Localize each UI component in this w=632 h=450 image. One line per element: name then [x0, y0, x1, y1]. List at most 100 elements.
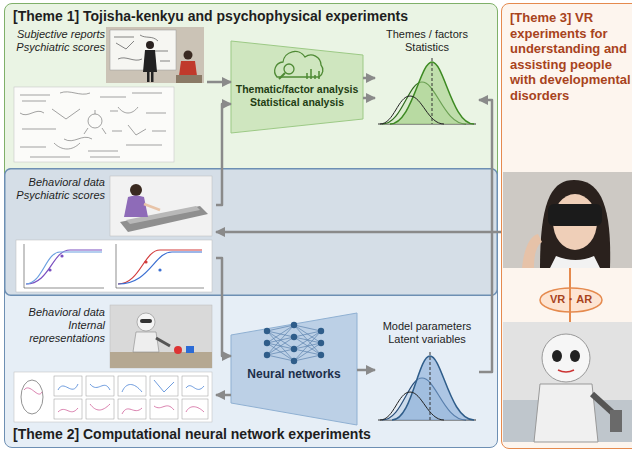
- trapezoid-outline: [231, 41, 363, 133]
- latent-space-plots: [182, 376, 208, 396]
- latent-space-plots: [150, 376, 178, 396]
- photo-whiteboard-session: [146, 41, 154, 49]
- photo-whiteboard-session: [184, 51, 193, 60]
- trapezoid-outline: [294, 325, 321, 355]
- trapezoid-outline: [318, 328, 324, 334]
- sketch-notes: [88, 114, 102, 128]
- result-chart: Model parameters Latent variables: [375, 319, 479, 423]
- flow-arrow: [363, 97, 375, 100]
- distribution-chart: [430, 352, 431, 420]
- psychometric-plot: [16, 240, 212, 292]
- photo-whiteboard-session: [106, 27, 204, 83]
- trapezoid-outline: [294, 331, 321, 361]
- trapezoid-outline: [231, 313, 357, 425]
- distribution-chart: [378, 352, 476, 420]
- photo-whiteboard-session: [114, 35, 170, 61]
- photo-robot-experiment: [174, 346, 182, 354]
- flow-arrow: [216, 231, 501, 234]
- vr-ar-ellipse: VR・AR: [539, 287, 603, 313]
- trapezoid-outline: [267, 325, 294, 355]
- photo-humanoid-robot: [552, 350, 562, 362]
- trapezoid-outline: [294, 355, 321, 361]
- photo-vr-headset: [503, 172, 632, 268]
- photo-humanoid-robot: [503, 322, 632, 442]
- distribution-chart: [378, 58, 476, 124]
- photo-humanoid-robot: [592, 394, 614, 414]
- flow-arrow: [216, 104, 231, 205]
- node-heading: Subjective reports Psychiatric scores: [13, 28, 105, 54]
- psychometric-plot: [118, 252, 202, 284]
- photo-whiteboard-session: [176, 75, 202, 83]
- psychometric-plot: [118, 250, 202, 284]
- flow-arrow: [363, 77, 375, 80]
- photo-psychophysics-setup: [110, 176, 212, 236]
- sketch-notes: [20, 92, 166, 157]
- photo-vr-headset: [522, 234, 542, 268]
- photo-vr-headset: [503, 172, 632, 268]
- node-label: Neural networks: [247, 367, 340, 381]
- latent-space-plots: [58, 404, 204, 414]
- ellipse-outline: [540, 288, 602, 312]
- photo-vr-headset: [553, 194, 597, 250]
- trapezoid-outline: [307, 69, 319, 79]
- photo-vr-headset: [550, 256, 600, 268]
- trapezoid-outline: [267, 331, 294, 361]
- node-label: Statistical analysis: [250, 96, 344, 109]
- trapezoid-outline: [291, 322, 297, 328]
- trapezoid-outline: [284, 64, 294, 74]
- photo-whiteboard-session: [151, 72, 154, 82]
- trapezoid-outline: [291, 358, 297, 364]
- trapezoid-outline: [264, 352, 270, 358]
- trapezoid-outline: [291, 334, 297, 340]
- node-heading: Model parameters Latent variables: [375, 320, 479, 346]
- latent-space-plots: [24, 388, 42, 394]
- distribution-chart: [378, 124, 476, 125]
- distribution-chart: [392, 356, 474, 420]
- latent-space-plots: [54, 376, 82, 396]
- trapezoid-outline: [267, 349, 294, 355]
- theme-panel: [Theme 3] VR experiments for understandi…: [501, 3, 632, 449]
- node-heading: [Theme 3] VR experiments for understandi…: [510, 10, 632, 104]
- node-heading: Themes / factors Statistics: [375, 28, 479, 54]
- psychometric-plot: [144, 260, 147, 263]
- photo-whiteboard-session: [143, 50, 157, 72]
- trapezoid-outline: [267, 355, 294, 361]
- distribution-chart: [382, 82, 466, 124]
- node-heading: Behavioral data Psychiatric scores: [13, 176, 105, 202]
- photo-psychophysics-setup: [144, 204, 160, 210]
- distribution-chart: [432, 58, 433, 124]
- latent-space-plots: [86, 399, 114, 419]
- latent-space-plots: [150, 399, 178, 419]
- trapezoid-outline: [267, 337, 294, 355]
- photo-robot-experiment: [137, 313, 155, 331]
- photo-whiteboard-session: [147, 72, 150, 82]
- photo-humanoid-robot: [570, 350, 580, 362]
- distribution-chart: [380, 392, 444, 420]
- flow-arrow: [479, 100, 492, 372]
- flow-arrow: [216, 394, 231, 397]
- overlap-band: [5, 169, 498, 296]
- photo-robot-experiment: [110, 305, 212, 368]
- trapezoid-outline: [291, 346, 297, 352]
- theme-panel: [Theme 2] Computational neural network e…: [4, 168, 498, 448]
- psychometric-plot: [24, 244, 204, 288]
- node-label: VR・AR: [550, 293, 592, 306]
- network-trapezoid: Neural networks: [231, 313, 357, 425]
- latent-space-plots: [21, 380, 43, 414]
- photo-psychophysics-setup: [130, 184, 142, 196]
- node-heading: [Theme 1] Tojisha-kenkyu and psychophysi…: [13, 8, 489, 25]
- photo-robot-experiment: [110, 352, 212, 368]
- latent-space-plots: [14, 372, 212, 422]
- psychometric-plot: [16, 240, 212, 292]
- node-label: Thematic/factor analysis: [236, 83, 359, 96]
- photo-humanoid-robot: [558, 370, 574, 372]
- sketch-notes: [14, 87, 174, 162]
- photo-vr-headset: [540, 180, 610, 268]
- photo-whiteboard-session: [179, 61, 197, 76]
- data-group: Subjective reports Psychiatric scores: [13, 27, 207, 165]
- latent-space-plots: [118, 399, 146, 419]
- latent-space-plots: [86, 376, 114, 396]
- photo-robot-experiment: [133, 332, 159, 352]
